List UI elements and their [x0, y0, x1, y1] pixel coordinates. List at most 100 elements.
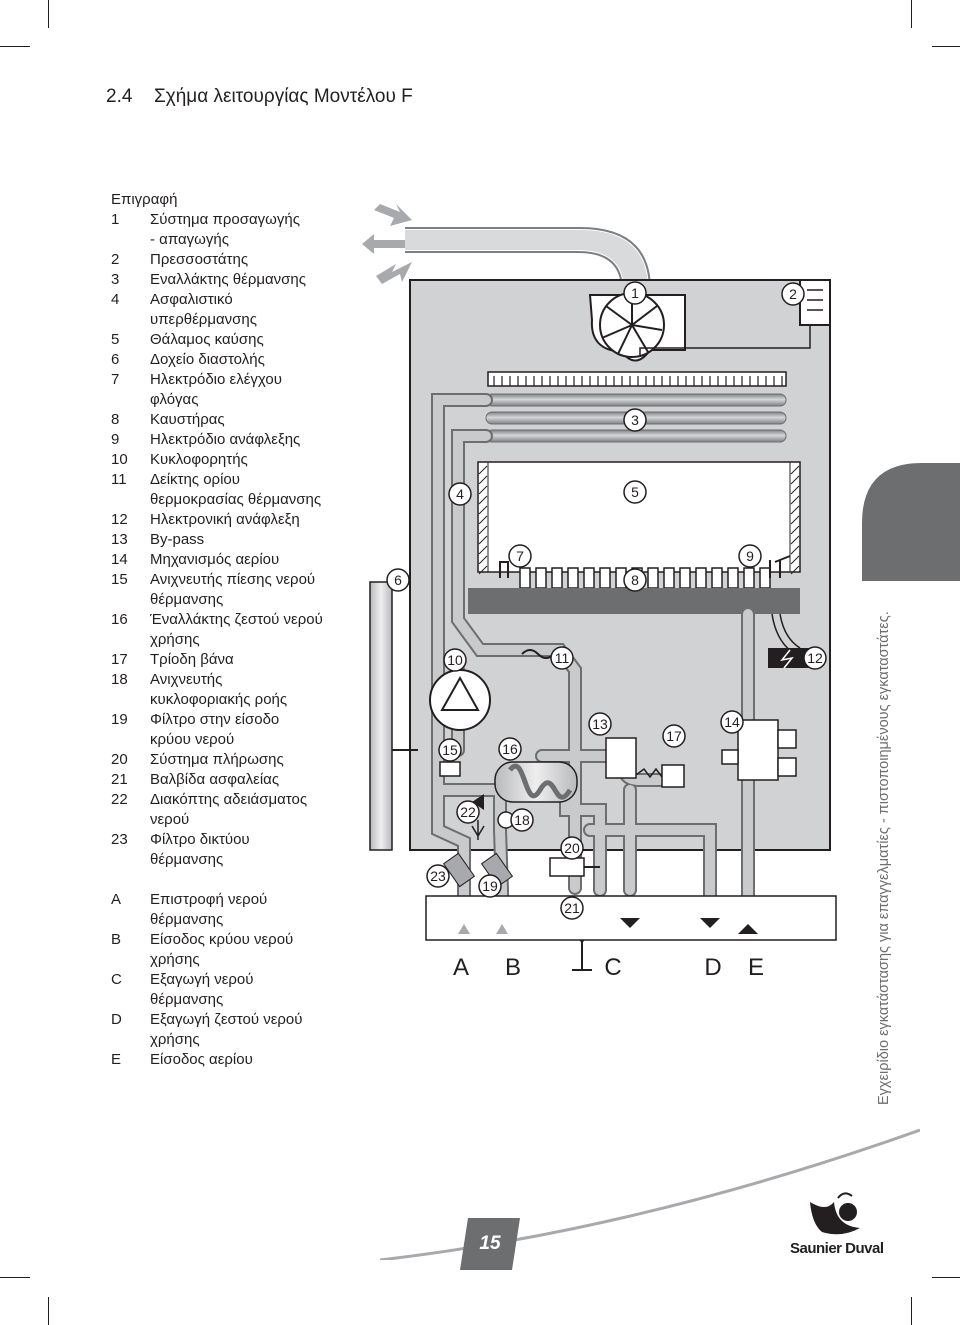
crop-mark [911, 0, 912, 28]
legend-line: Δείκτης ορίου [150, 471, 240, 488]
legend-item-6: 6 Δοχείο διαστολής [111, 350, 381, 370]
legend-key: 19 [111, 711, 128, 728]
callout-label: 6 [394, 572, 402, 588]
electrode-icon [499, 555, 791, 578]
legend-line: Δοχείο διαστολής [150, 351, 265, 368]
legend-line: Ηλεκτρόδιο ανάφλεξης [150, 431, 301, 448]
callout-label: 16 [502, 741, 518, 757]
callout-label: 23 [430, 868, 446, 884]
legend-line: Κυκλοφορητής [150, 451, 248, 468]
callout-label: 13 [592, 716, 608, 732]
filter-icon [442, 852, 514, 888]
legend-line: Καυστήρας [150, 411, 225, 428]
callout-7: 7 [508, 544, 532, 568]
callout-label: 4 [456, 486, 464, 502]
legend-line: By-pass [150, 531, 205, 548]
callout-3: 3 [623, 408, 647, 432]
pump-icon [429, 669, 491, 731]
fan-icon [588, 292, 686, 362]
callout-4: 4 [448, 482, 472, 506]
callout-9: 9 [738, 544, 762, 568]
legend-line: φλόγας [150, 391, 199, 408]
legend-key: 23 [111, 831, 128, 848]
lightning-icon [780, 649, 794, 669]
legend-items: 1 Σύστημα προσαγωγής- απαγωγής 2 Πρεσσοστάτ… [111, 210, 381, 870]
legend-text: Μηχανισμός αερίου [150, 550, 381, 570]
legend-text: Εναλλάκτης θέρμανσης [150, 270, 381, 290]
legend-key: D [111, 1011, 122, 1028]
callout-label: 11 [555, 650, 570, 666]
legend-line: θέρμανσης [150, 591, 224, 608]
legend-line: Πρεσσοστάτης [150, 251, 249, 268]
legend-key: 1 [111, 211, 120, 228]
crop-mark [48, 1297, 49, 1325]
gas-valve [721, 719, 797, 781]
legend-line: Βαλβίδα ασφαλείας [150, 771, 280, 788]
page-number: 15 [479, 1233, 501, 1254]
callout-18: 18 [510, 808, 534, 832]
legend-line: Διακόπτης αδειάσματος [150, 791, 308, 808]
legend-text: Δοχείο διαστολής [150, 350, 381, 370]
legend-line: Σύστημα πλήρωσης [150, 751, 284, 768]
legend-text: Σύστημα προσαγωγής- απαγωγής [150, 210, 381, 250]
thermostat-icon [521, 649, 555, 659]
connection-label-c: C [604, 954, 621, 981]
crop-mark [932, 1277, 960, 1278]
legend-key: 18 [111, 671, 128, 688]
callout-20: 20 [560, 836, 584, 860]
callout-23: 23 [426, 864, 450, 888]
legend-item-18: 18 Ανιχνευτής κυκλοφοριακής ροής [111, 670, 381, 710]
legend-key: E [111, 1051, 122, 1068]
callout-label: 8 [631, 572, 639, 588]
connection-label-a: A [453, 954, 469, 981]
flow-arrows [458, 918, 758, 934]
legend-key: 17 [111, 651, 128, 668]
callout-11: 11 [550, 646, 574, 670]
legend-key: 2 [111, 251, 120, 268]
callout-19: 19 [478, 874, 502, 898]
callout-label: 7 [516, 548, 524, 564]
legend-line: θερμοκρασίας θέρμανσης [150, 491, 322, 508]
callout-label: 2 [789, 286, 797, 302]
callout-22: 22 [456, 800, 480, 824]
brand-logo-icon [810, 1192, 860, 1235]
legend-key: 16 [111, 611, 128, 628]
callout-label: 19 [482, 878, 498, 894]
expansion-vessel [369, 581, 418, 851]
callout-21: 21 [560, 896, 584, 920]
callout-label: 21 [564, 900, 580, 916]
drain-valve-icon [471, 794, 485, 840]
legend-line: κυκλοφοριακής ροής [150, 691, 288, 708]
crop-mark [0, 46, 30, 47]
legend-key: 6 [111, 351, 120, 368]
legend-text: Πρεσσοστάτης [150, 250, 381, 270]
legend-key: 12 [111, 511, 128, 528]
connection-label-b: B [505, 954, 521, 981]
legend-text: Βαλβίδα ασφαλείας [150, 770, 381, 790]
legend-line: Ανιχνευτής [150, 671, 223, 688]
legend-text: Θάλαμος καύσης [150, 330, 381, 350]
callout-15: 15 [438, 738, 462, 762]
decorative-swoosh [380, 1128, 920, 1260]
legend-key: 20 [111, 751, 128, 768]
crop-mark [932, 46, 960, 47]
